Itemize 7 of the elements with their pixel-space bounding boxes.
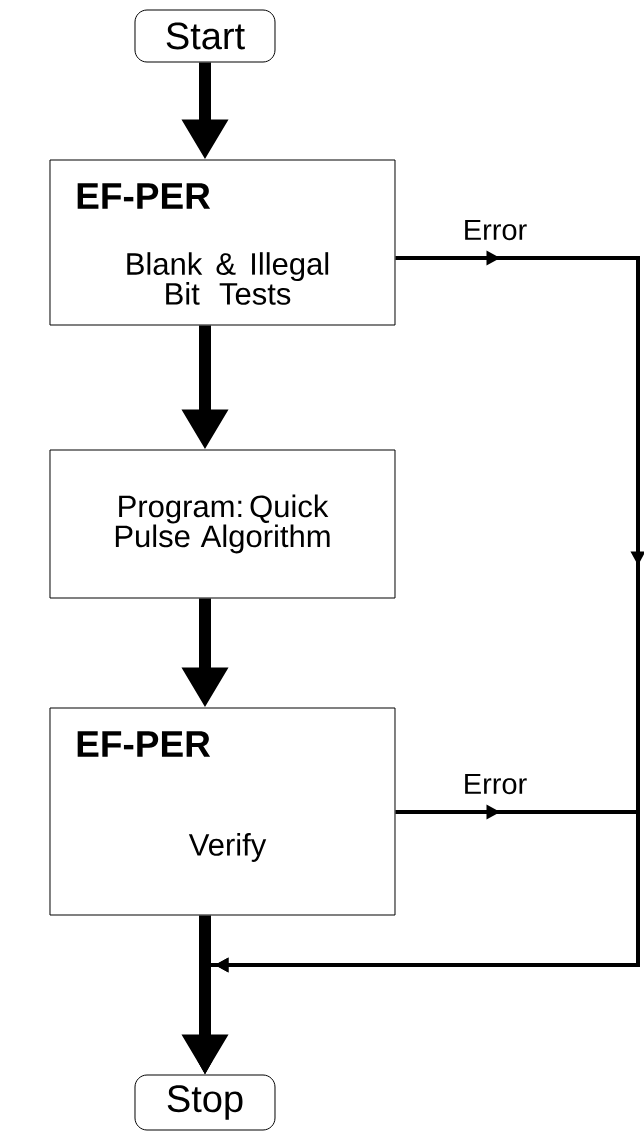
process-box: EF-PER Verify (49, 707, 396, 916)
terminal-box: Start (134, 9, 276, 63)
edge-label: Error (461, 218, 529, 242)
process-box: Program: Quick Pulse Algorithm (49, 449, 396, 599)
terminal-box: Stop (134, 1074, 276, 1131)
edge-label: Error (461, 772, 529, 796)
process-box: EF-PER Blank & Illegal Bit Tests (49, 159, 396, 326)
